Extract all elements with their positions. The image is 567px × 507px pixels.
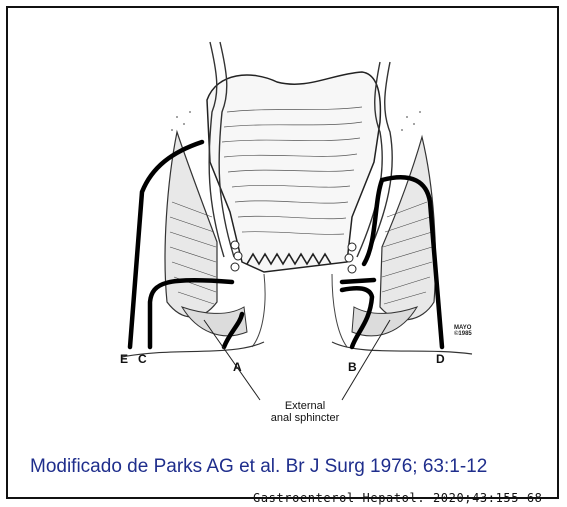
right-levator <box>380 137 436 320</box>
source-citation: Gastroenterol Hepatol. 2020;43:155–68 <box>253 491 543 505</box>
label-b: B <box>348 360 357 374</box>
watermark-line-2: ©1985 <box>454 331 472 337</box>
mayo-watermark: MAYO ©1985 <box>454 325 472 337</box>
tract-b-upper <box>342 280 374 282</box>
figure-caption: Modificado de Parks AG et al. Br J Surg … <box>30 456 487 478</box>
anal-fistula-diagram <box>8 8 561 448</box>
external-sphincter-callout: External anal sphincter <box>250 400 360 424</box>
label-e: E <box>120 352 128 366</box>
label-a: A <box>233 360 242 374</box>
callout-line-2: anal sphincter <box>250 412 360 424</box>
anal-canal <box>252 274 347 347</box>
callout-line-1: External <box>250 400 360 412</box>
label-d: D <box>436 352 445 366</box>
perineal-skin <box>122 342 472 357</box>
label-c: C <box>138 352 147 366</box>
figure-frame: E C A B D External anal sphincter MAYO ©… <box>6 6 559 499</box>
